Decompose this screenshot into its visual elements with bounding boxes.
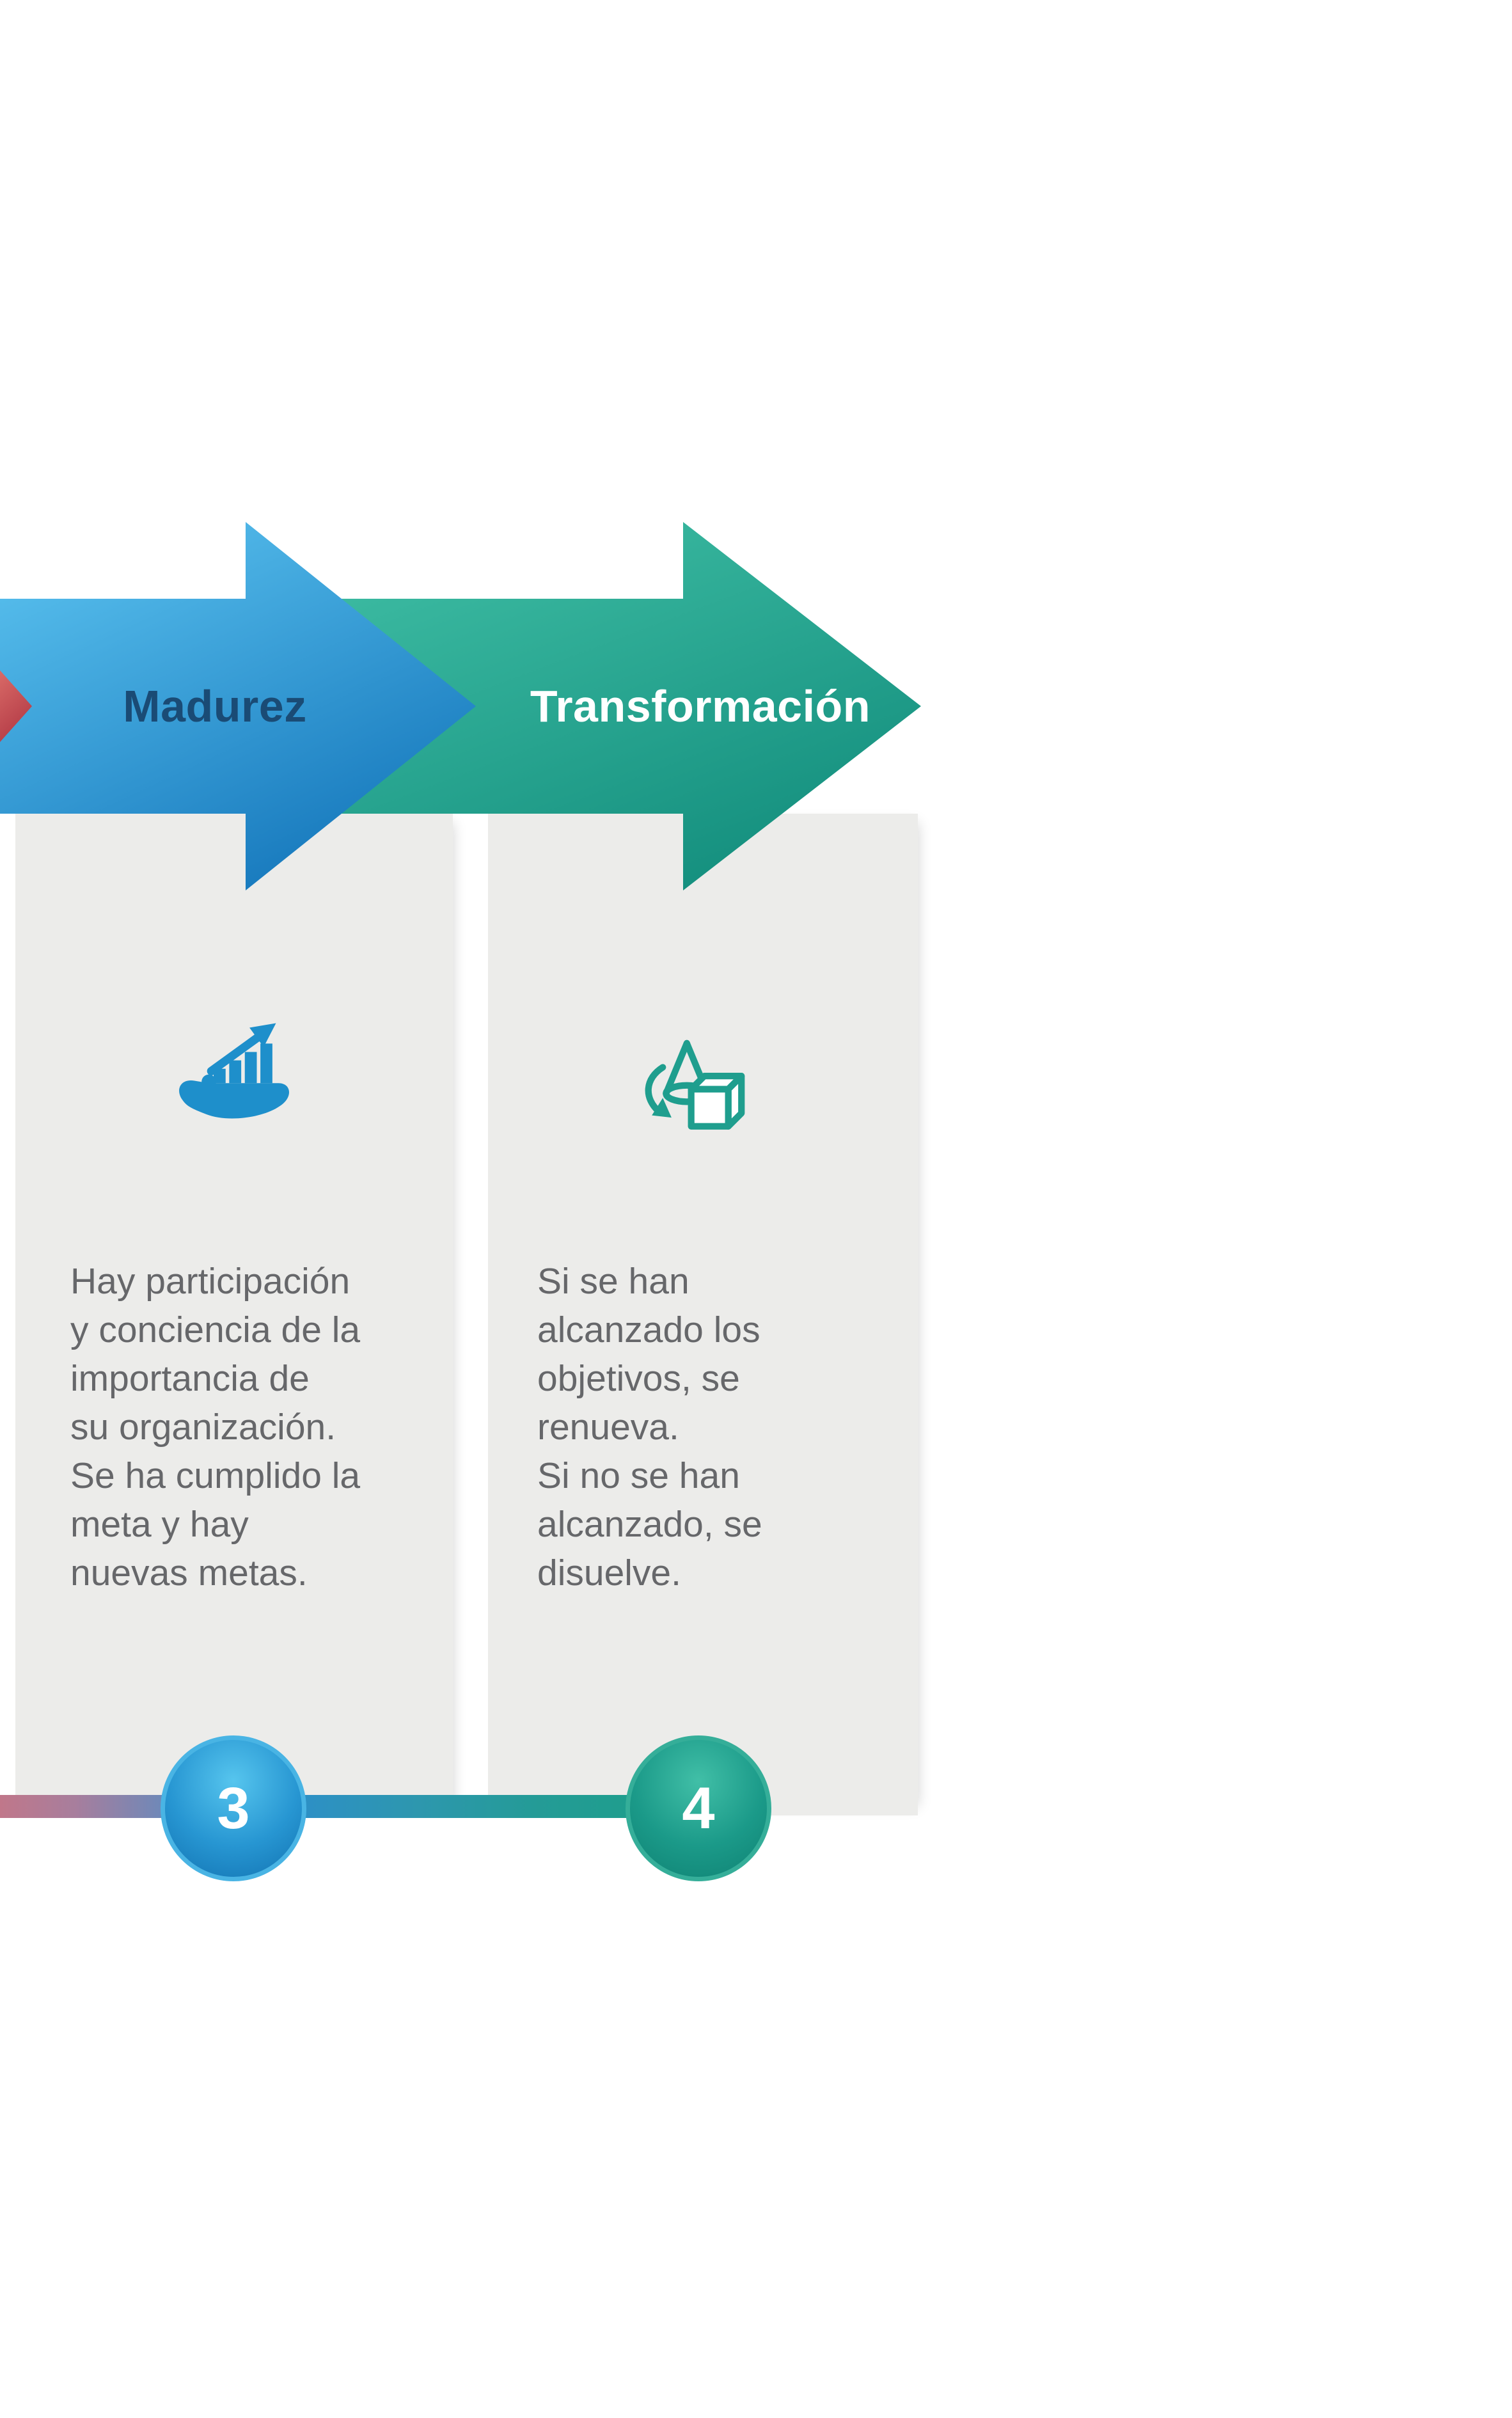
stage-4-description: Si se han alcanzado los objetivos, se re…	[537, 1261, 762, 1593]
stage-3-number: 3	[217, 1775, 250, 1841]
stage-3-milestone: 3	[161, 1735, 306, 1881]
stage-4-number: 4	[682, 1775, 715, 1841]
transformation-shapes-icon	[645, 1039, 745, 1130]
stage-4-arrow	[338, 522, 921, 890]
stage-4-milestone: 4	[626, 1735, 771, 1881]
hand-shape	[179, 1074, 290, 1119]
stage-3-description: Hay participación y conciencia de la imp…	[70, 1261, 361, 1593]
stage-4-label: Transformación	[530, 681, 871, 731]
stage-3-panel: Hay participación y conciencia de la imp…	[15, 814, 453, 1815]
stage-3-label: Madurez	[123, 681, 307, 731]
stage-4-panel: Si se han alcanzado los objetivos, se re…	[488, 814, 918, 1815]
previous-stage-arrow-tip-icon	[0, 670, 32, 742]
growth-chart-in-hand-icon	[179, 1023, 290, 1119]
stage-3-arrow	[0, 522, 476, 890]
